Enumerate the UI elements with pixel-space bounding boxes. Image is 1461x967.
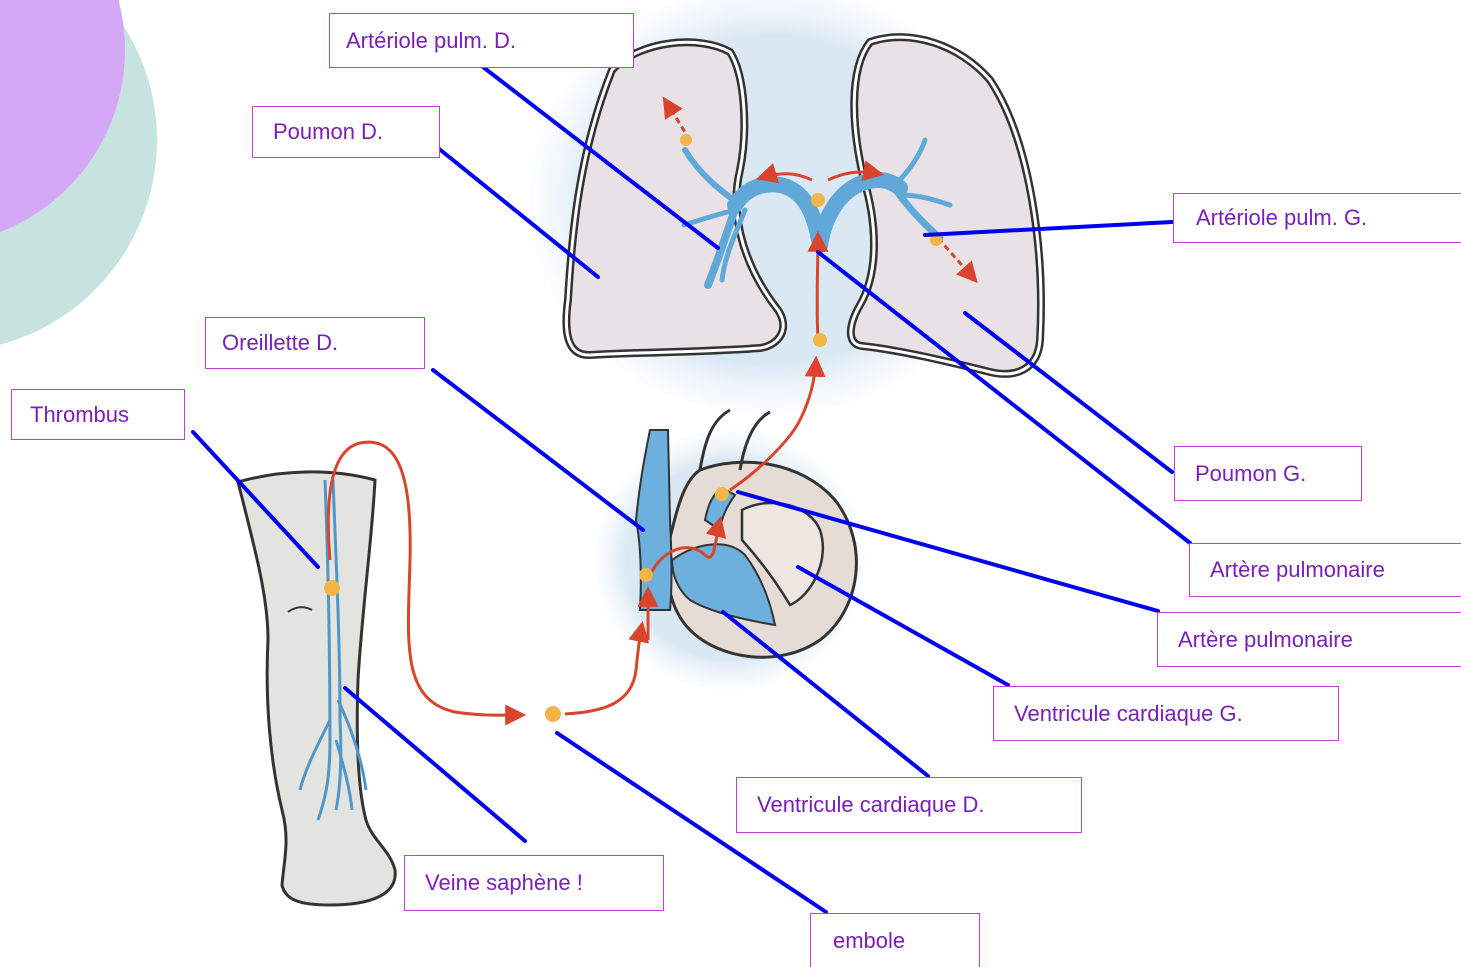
label-thrombus: Thrombus xyxy=(11,389,185,440)
leg-illustration xyxy=(238,442,642,905)
label-arteriole-pulm-d: Artériole pulm. D. xyxy=(329,13,634,68)
leader-oreillette-d xyxy=(433,370,643,530)
label-poumon-d: Poumon D. xyxy=(252,106,440,158)
vena-cava xyxy=(636,430,672,610)
label-poumon-g: Poumon G. xyxy=(1174,446,1362,501)
label-veine-saphene: Veine saphène ! xyxy=(404,855,664,911)
thrombus-clot xyxy=(324,580,340,596)
label-embole: embole xyxy=(810,913,980,967)
background-decoration xyxy=(0,0,157,352)
label-artere-pulmonaire-2: Artère pulmonaire xyxy=(1157,612,1461,667)
label-ventricule-cardiaque-g: Ventricule cardiaque G. xyxy=(993,686,1339,741)
leg-shape xyxy=(238,472,395,905)
leader-veine xyxy=(345,688,525,841)
label-ventricule-cardiaque-d: Ventricule cardiaque D. xyxy=(736,777,1082,833)
label-arteriole-pulm-g: Artériole pulm. G. xyxy=(1173,193,1461,243)
label-artere-pulmonaire-1: Artère pulmonaire xyxy=(1189,543,1461,597)
label-oreillette-d: Oreillette D. xyxy=(205,317,425,369)
embole-clot xyxy=(545,706,561,722)
